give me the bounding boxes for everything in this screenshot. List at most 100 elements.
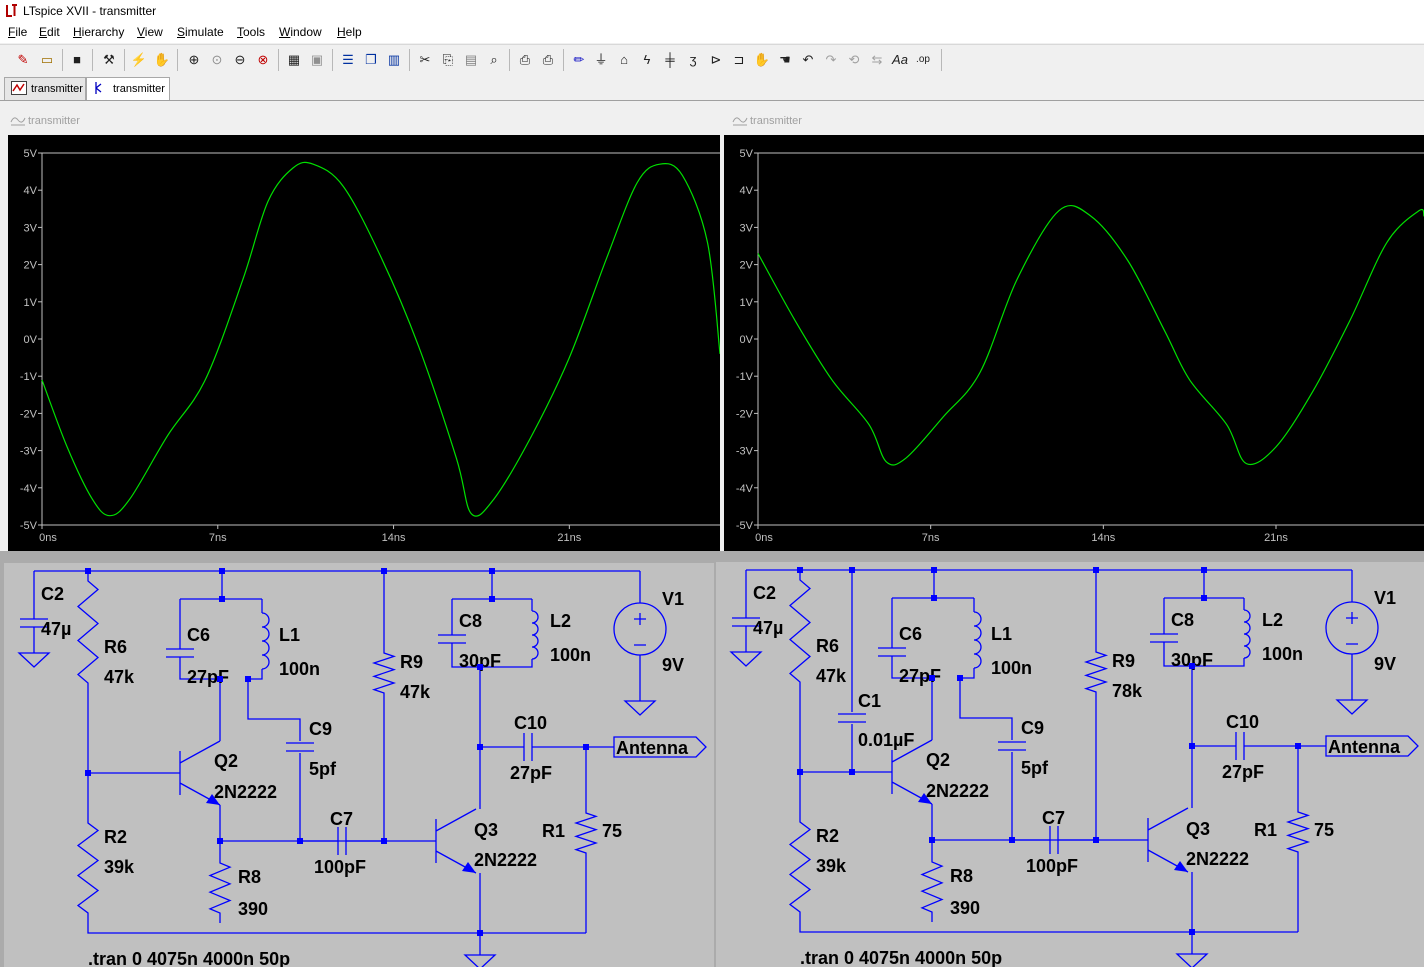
- schematic-canvas[interactable]: C247µR647kR239kQ22N2222C627pFL1100nC95pf…: [4, 563, 714, 967]
- transistor-q3: [435, 808, 477, 874]
- x-tick-label: 7ns: [209, 532, 227, 544]
- paste-icon[interactable]: ▤: [464, 52, 478, 67]
- print-icon[interactable]: ⎙: [542, 52, 554, 67]
- rotate-icon[interactable]: ⟲: [848, 52, 860, 67]
- wire: [931, 804, 1096, 841]
- spice-directive-icon[interactable]: .op: [916, 54, 930, 65]
- autorange-icon[interactable]: ▦: [287, 52, 301, 67]
- y-tick-label: -4V: [736, 483, 754, 495]
- label-C8v: 30pF: [459, 651, 501, 671]
- label-net-icon[interactable]: ⌂: [620, 52, 628, 67]
- junction-node: [219, 568, 225, 574]
- junction-node: [381, 568, 387, 574]
- resistor-r9: [1083, 642, 1109, 702]
- drag-icon[interactable]: ☚: [779, 52, 791, 67]
- zoom-out-icon[interactable]: ⊖: [234, 52, 246, 67]
- junction-node: [1009, 837, 1015, 843]
- copy-icon[interactable]: ⎘: [442, 52, 454, 67]
- grid-icon[interactable]: ▣: [310, 52, 324, 67]
- menu-edit[interactable]: Edit: [39, 25, 60, 39]
- label-L1: L1: [991, 624, 1012, 644]
- menu-help[interactable]: Help: [337, 25, 362, 39]
- y-tick-label: 4V: [24, 185, 38, 197]
- capacitor-c8: [438, 634, 466, 644]
- ground-symbol: [623, 691, 657, 716]
- junction-node: [797, 567, 803, 573]
- label-Q2: Q2: [214, 751, 238, 771]
- undo-icon[interactable]: ↶: [802, 52, 814, 67]
- text-icon[interactable]: Aa: [892, 52, 908, 67]
- menu-window[interactable]: Window: [279, 25, 322, 39]
- zoom-pan-icon[interactable]: ⊙: [211, 52, 223, 67]
- resistor-r6: [788, 570, 812, 692]
- label-R1v: 75: [1314, 820, 1334, 840]
- cut-icon[interactable]: ✂: [419, 52, 431, 67]
- find-icon[interactable]: ⌕: [490, 52, 498, 67]
- open-icon[interactable]: ▭: [40, 52, 54, 67]
- run-icon[interactable]: ⚡: [130, 52, 148, 67]
- halt-icon[interactable]: ✋: [153, 52, 171, 67]
- tile-vertical-icon[interactable]: ▥: [387, 52, 401, 67]
- draw-wire-icon[interactable]: ✏: [573, 52, 585, 67]
- menu-hierarchy[interactable]: Hierarchy: [73, 25, 125, 39]
- junction-node: [1189, 663, 1195, 669]
- junction-node: [1093, 837, 1099, 843]
- control-panel-icon[interactable]: ⚒: [103, 52, 115, 67]
- save-icon[interactable]: ■: [73, 52, 81, 67]
- move-icon[interactable]: ✋: [753, 52, 771, 67]
- junction-node: [1093, 567, 1099, 573]
- zoom-in-icon[interactable]: ⊕: [188, 52, 200, 67]
- label-C7v: 100pF: [1026, 856, 1078, 876]
- mirror-icon[interactable]: ⇆: [871, 52, 883, 67]
- label-tran: .tran 0 4075n 4000n 50p: [800, 948, 1002, 967]
- redo-icon[interactable]: ↷: [825, 52, 837, 67]
- menu-simulate[interactable]: Simulate: [177, 25, 224, 39]
- toolbar: ✎ ▭ ■ ⚒ ⚡ ✋ ⊕ ⊙ ⊖ ⊗ ▦ ▣ ☰ ❐ ▥ ✂ ⎘ ▤ ⌕ ⎙ …: [0, 44, 1424, 76]
- label-V1v: 9V: [1374, 654, 1396, 674]
- label-R6v: 47k: [104, 667, 135, 687]
- y-tick-label: -3V: [20, 446, 38, 458]
- new-schematic-icon[interactable]: ✎: [17, 52, 29, 67]
- ground-icon[interactable]: ⏚: [594, 52, 608, 67]
- voltage-source-polarity: [634, 613, 646, 646]
- tab-schematic-transmitter[interactable]: transmitter: [86, 77, 170, 100]
- zoom-fit-icon[interactable]: ⊗: [257, 52, 269, 67]
- label-Q3v: 2N2222: [1186, 849, 1249, 869]
- junction-node: [217, 838, 223, 844]
- component-icon[interactable]: ⊐: [733, 52, 745, 67]
- wire: [960, 668, 975, 679]
- menu-tools[interactable]: Tools: [237, 25, 266, 39]
- transistor-q3-arrow: [1174, 861, 1188, 872]
- label-L1v: 100n: [279, 659, 320, 679]
- label-R9: R9: [400, 652, 423, 672]
- label-C9v: 5pf: [309, 759, 337, 779]
- wire: [247, 679, 301, 741]
- diode-icon[interactable]: ⊳: [710, 52, 722, 67]
- tile-horizontal-icon[interactable]: ☰: [342, 52, 354, 67]
- inductor-icon[interactable]: ʒ: [689, 52, 697, 67]
- schematic-wires: [17, 570, 707, 967]
- label-C2v: 47µ: [41, 619, 71, 639]
- wire: [1192, 658, 1245, 667]
- cascade-icon[interactable]: ❐: [365, 52, 377, 67]
- inductor-l2: [531, 610, 539, 660]
- label-L1: L1: [279, 625, 300, 645]
- print-setup-icon[interactable]: ⎙: [519, 52, 531, 67]
- tab-waveform-transmitter[interactable]: transmitter: [4, 77, 86, 100]
- junction-node: [929, 675, 935, 681]
- menu-file[interactable]: File: [8, 25, 28, 39]
- label-R1: R1: [1254, 820, 1277, 840]
- capacitor-icon[interactable]: ╪: [665, 52, 675, 67]
- menu-view[interactable]: View: [137, 25, 163, 39]
- resistor-r1: [573, 803, 599, 863]
- schematic-canvas[interactable]: C247µR647kR239kC10.01µFQ22N2222C627pFL11…: [716, 562, 1424, 967]
- resistor-icon[interactable]: ϟ: [643, 52, 651, 67]
